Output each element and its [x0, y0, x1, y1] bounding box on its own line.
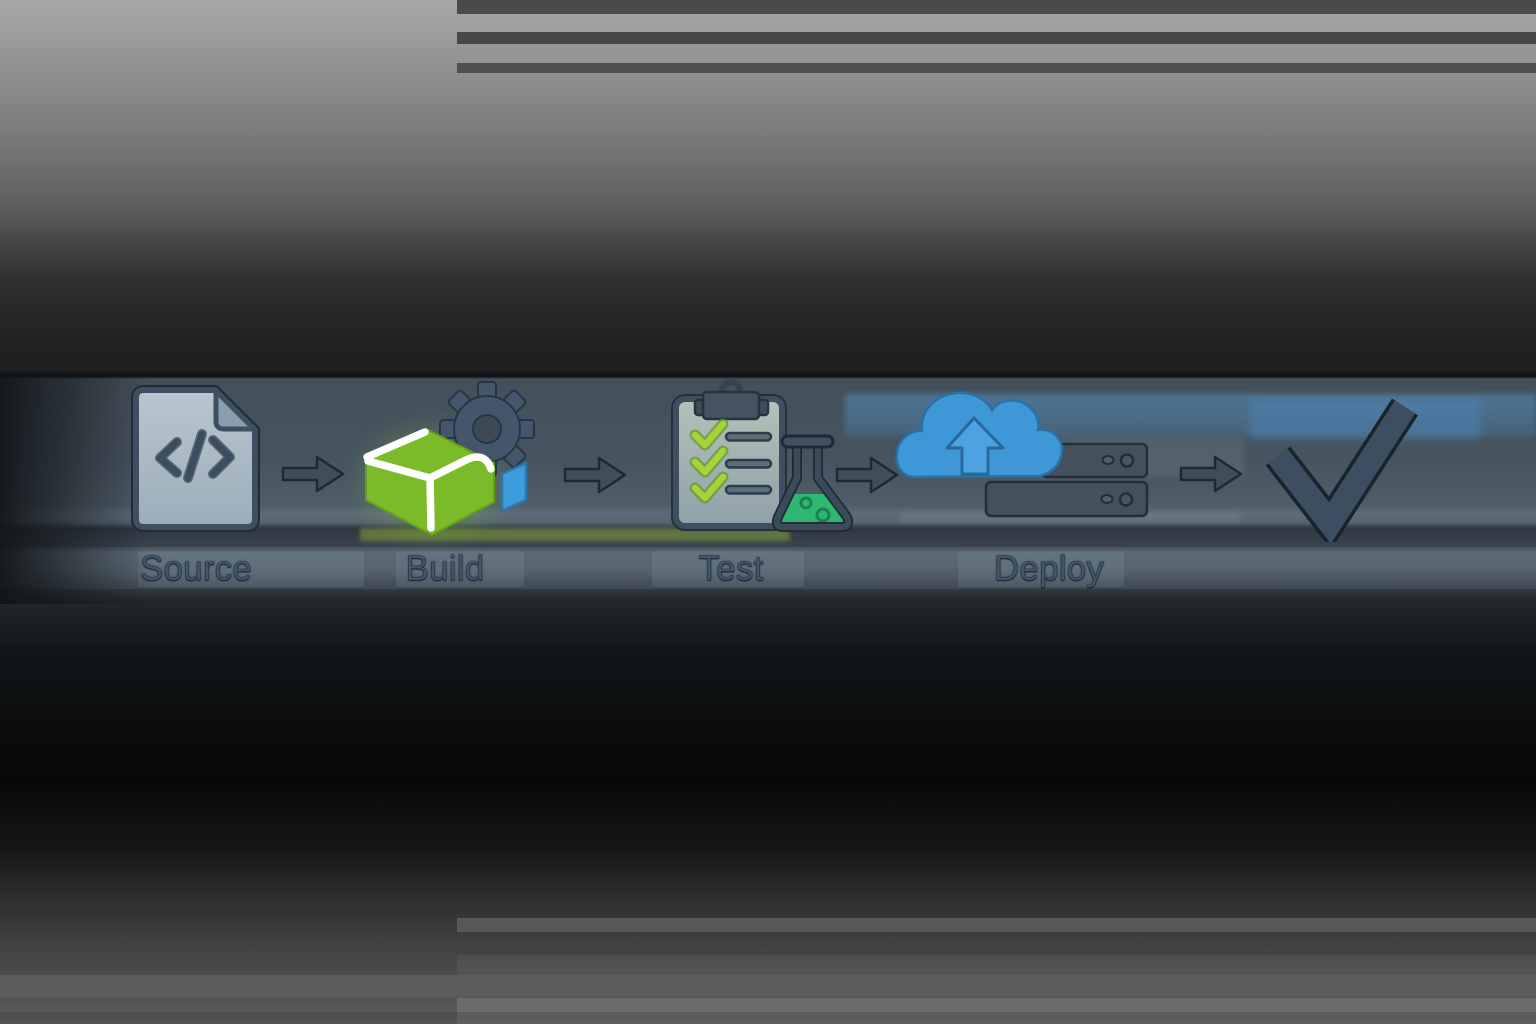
source-code-file-icon: [128, 382, 263, 534]
bottom-stripe: [457, 955, 1536, 975]
checkmarks: [691, 420, 727, 502]
arrow-right-icon: [563, 453, 627, 497]
checklist-lines: [724, 431, 773, 495]
arrow-right-icon: [281, 452, 345, 496]
bottom-stripe: [457, 998, 1536, 1012]
arrow-right-icon: [835, 453, 899, 497]
arrow-right-icon: [1179, 452, 1243, 496]
bottom-left-shade: [0, 1012, 457, 1024]
deploy-cloud-upload-servers-icon: [893, 385, 1155, 525]
server-racks: [984, 442, 1149, 518]
bottom-stripe: [457, 918, 1536, 932]
bottom-band: [0, 975, 1536, 997]
test-checklist-flask-icon: [668, 378, 860, 544]
top-stripe: [457, 0, 1536, 14]
stage-label-build: Build: [405, 549, 485, 589]
success-checkmark-icon: [1262, 392, 1422, 550]
upload-arrow-icon: [945, 416, 1005, 476]
stage-label-source: Source: [139, 549, 253, 589]
top-stripe: [457, 63, 1536, 73]
artifact-icon: [500, 461, 528, 513]
top-stripe: [457, 32, 1536, 44]
left-edge-shadow: [0, 374, 150, 604]
flask-icon: [771, 434, 854, 532]
stage-label-deploy: Deploy: [993, 549, 1105, 589]
code-brackets-glyph: [156, 430, 234, 482]
stage-label-test: Test: [698, 549, 764, 589]
build-package-gear-icon: [352, 378, 538, 544]
